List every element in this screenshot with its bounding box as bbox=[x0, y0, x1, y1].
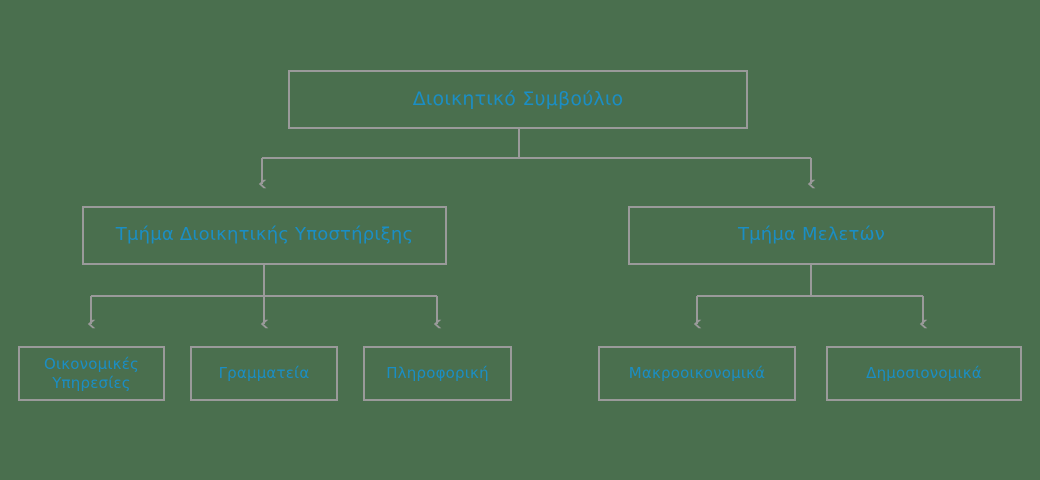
node-macroeconomics[interactable]: Μακροοικονομικά bbox=[598, 346, 796, 401]
node-label: Πληροφορική bbox=[386, 364, 489, 383]
node-board-of-directors[interactable]: Διοικητικό Συμβούλιο bbox=[288, 70, 748, 129]
node-label: Μακροοικονομικά bbox=[628, 364, 766, 383]
node-studies-department[interactable]: Τμήμα Μελετών bbox=[628, 206, 995, 265]
node-financial-services[interactable]: Οικονομικές Υπηρεσίες bbox=[18, 346, 165, 401]
node-label: Τμήμα Μελετών bbox=[737, 224, 886, 246]
node-label: Διοικητικό Συμβούλιο bbox=[412, 87, 624, 110]
node-secretariat[interactable]: Γραμματεία bbox=[190, 346, 338, 401]
node-informatics[interactable]: Πληροφορική bbox=[363, 346, 512, 401]
node-fiscal[interactable]: Δημοσιονομικά bbox=[826, 346, 1022, 401]
node-administrative-support-department[interactable]: Τμήμα Διοικητικής Υποστήριξης bbox=[82, 206, 447, 265]
node-label: Τμήμα Διοικητικής Υποστήριξης bbox=[115, 224, 414, 246]
node-label: Γραμματεία bbox=[218, 364, 310, 383]
node-label: Οικονομικές Υπηρεσίες bbox=[43, 354, 140, 392]
node-label: Δημοσιονομικά bbox=[866, 364, 982, 383]
